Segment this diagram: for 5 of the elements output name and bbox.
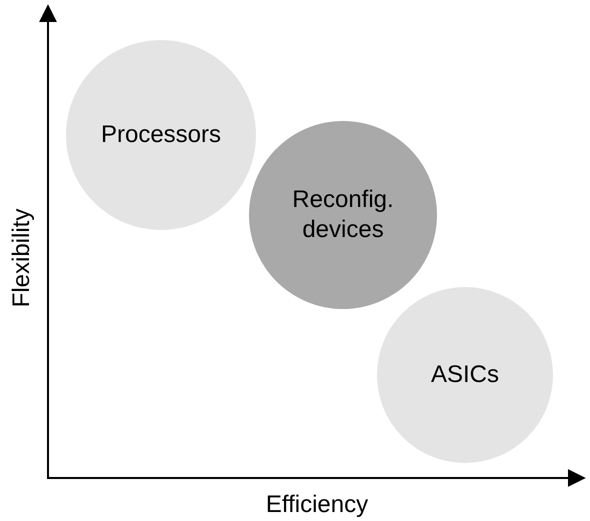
circle-label: Processors <box>100 120 222 150</box>
y-axis-title: Flexibility <box>8 208 36 308</box>
circle-label: Reconfig. devices <box>291 185 395 245</box>
x-axis-title: Efficiency <box>266 491 368 519</box>
circle-label: ASICs <box>430 360 499 390</box>
